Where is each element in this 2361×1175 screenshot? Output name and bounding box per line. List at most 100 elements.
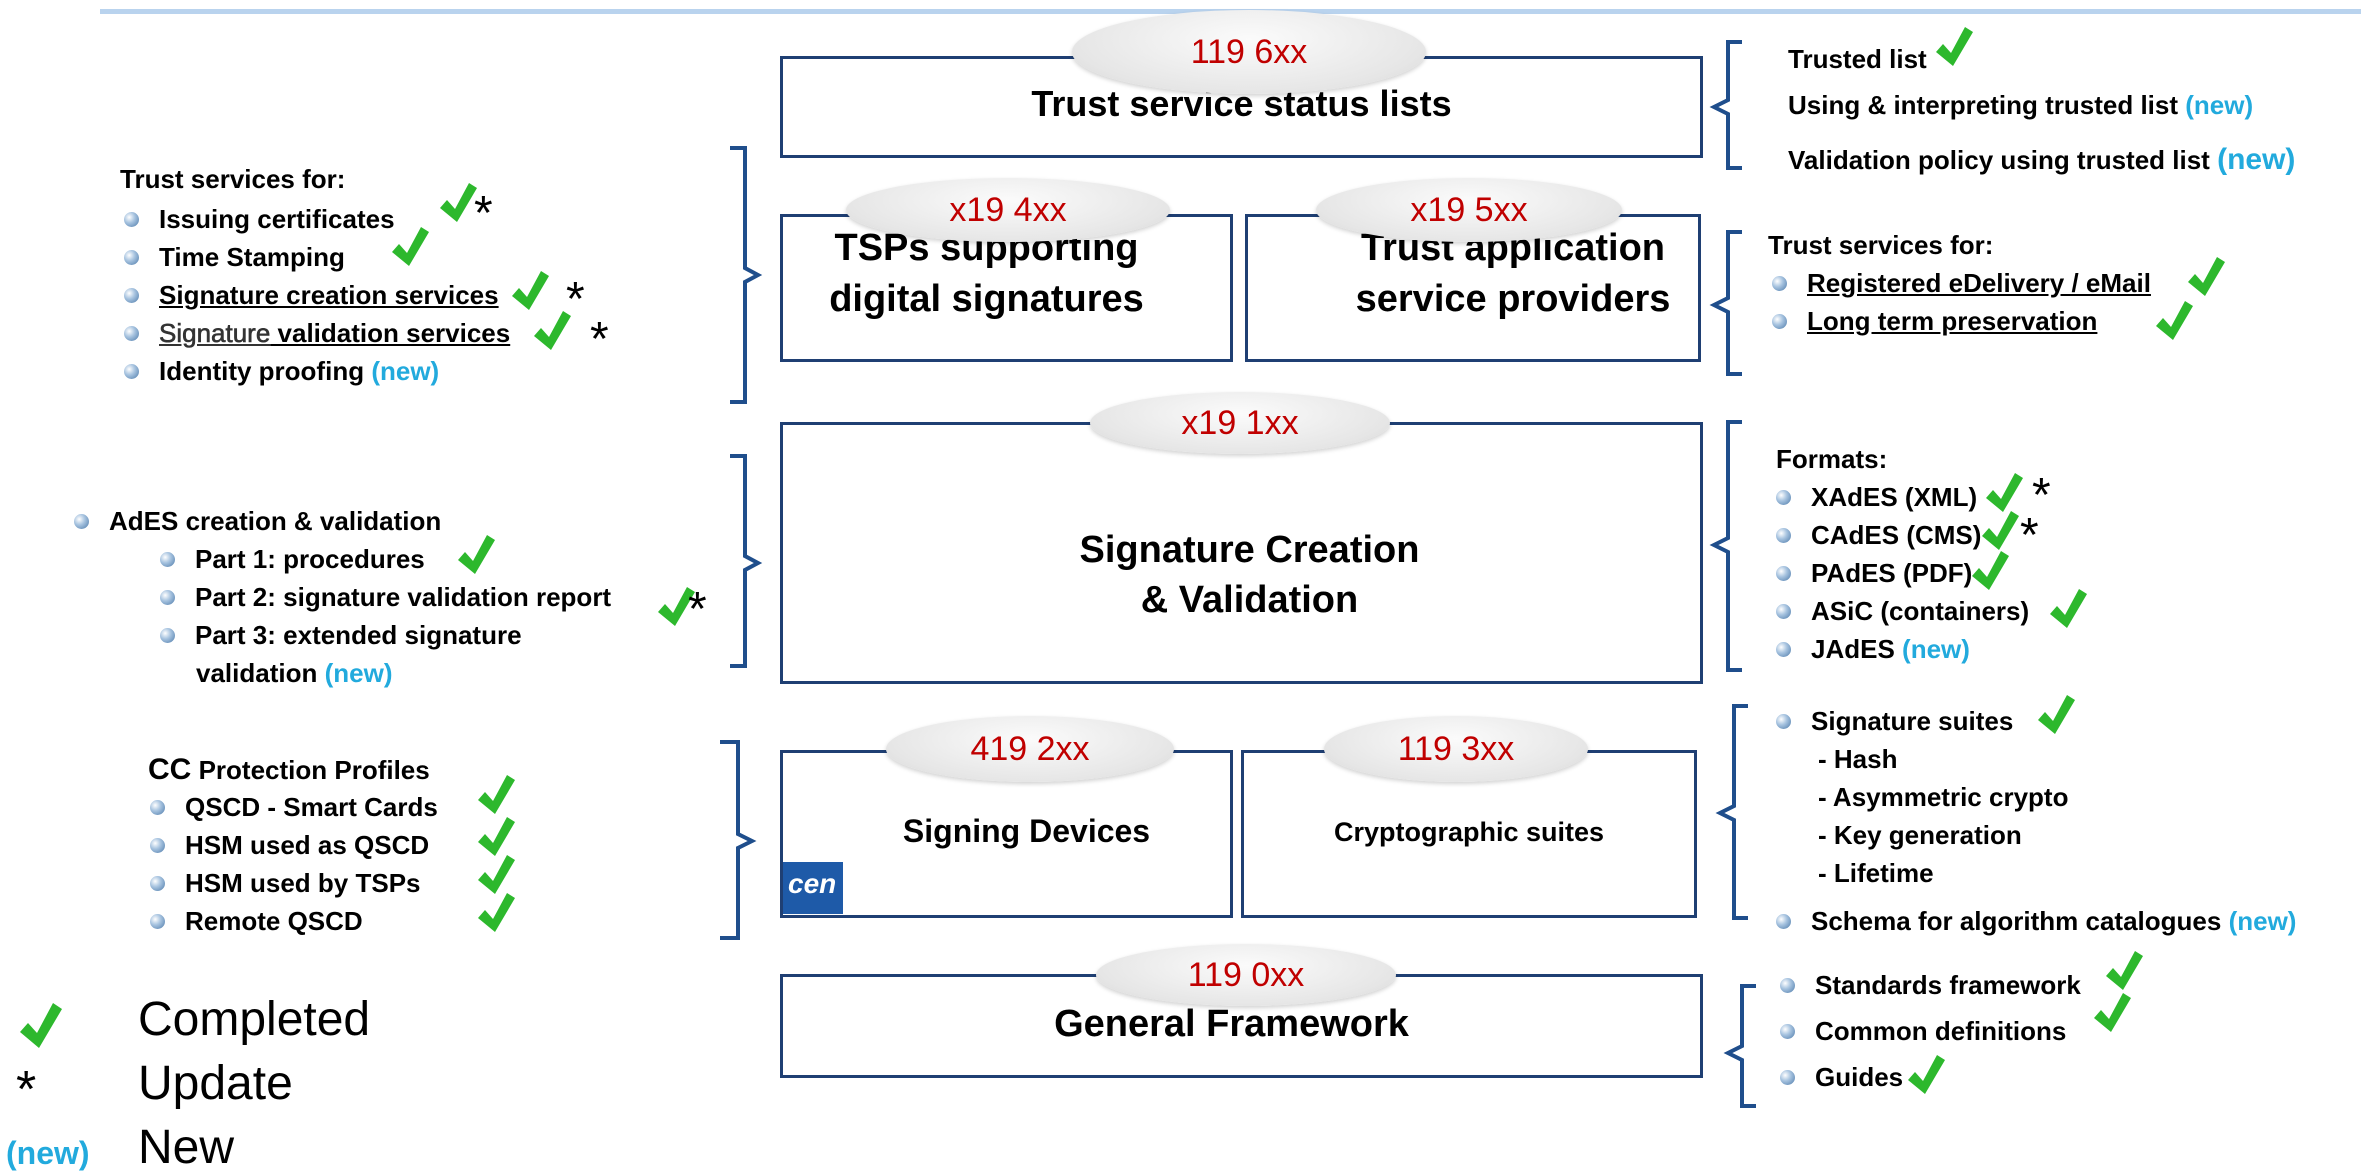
- check-icon: [440, 183, 477, 222]
- item-label: Schema for algorithm catalogues: [1811, 906, 2222, 936]
- validation-policy-item: Validation policy using trusted list (ne…: [1788, 142, 2295, 178]
- formats-heading: Formats:: [1776, 444, 1888, 474]
- check-icon: [1936, 27, 1973, 66]
- common-definitions-item: Common definitions: [1780, 1016, 2066, 1047]
- item-label: Long term preservation: [1807, 306, 2098, 336]
- remote-qscd-item: Remote QSCD: [150, 906, 363, 937]
- check-icon: [2094, 993, 2131, 1032]
- check-icon: [1972, 551, 2009, 590]
- checkmarks: [20, 27, 2225, 1094]
- box-title-line2: digital signatures: [829, 278, 1144, 320]
- box-title: Cryptographic suites: [1333, 817, 1605, 847]
- box-title-line1: Signature Creation: [1079, 529, 1420, 571]
- new-tag: (new): [2228, 906, 2297, 936]
- bullet-icon: [1776, 489, 1791, 505]
- bullet-icon: [1776, 603, 1791, 619]
- check-icon: [1982, 511, 2019, 550]
- bullet-icon: [124, 211, 139, 227]
- format-xades: XAdES (XML): [1776, 482, 1977, 513]
- code-badge-119-3xx: 119 3xx: [1324, 716, 1588, 782]
- update-star-icon: *: [566, 273, 585, 326]
- format-asic: ASiC (containers): [1776, 596, 2029, 627]
- ades-heading-item: AdES creation & validation: [74, 506, 441, 537]
- check-icon: [478, 855, 515, 894]
- item-label: Using & interpreting trusted list: [1788, 90, 2179, 120]
- update-star-icon: *: [2020, 509, 2039, 562]
- bullet-icon: [160, 551, 175, 567]
- item-label: ASiC (containers): [1811, 596, 2030, 626]
- format-jades: JAdES (new): [1776, 634, 1970, 665]
- item-label: validation: [196, 658, 318, 688]
- bullet-icon: [124, 249, 139, 265]
- bullet-icon: [150, 837, 165, 853]
- item-label: Guides: [1815, 1062, 1904, 1092]
- bullet-icon: [1780, 1069, 1795, 1085]
- cen-logo: cen: [783, 862, 843, 914]
- legend-new-label: New: [138, 1121, 235, 1174]
- check-icon: [534, 311, 571, 350]
- box-title: General Framework: [1054, 1003, 1409, 1045]
- legend-update-icon: *: [16, 1061, 37, 1119]
- item-label-b: validation services: [270, 318, 511, 348]
- check-icon: [2106, 951, 2143, 990]
- format-pades: PAdES (PDF): [1776, 558, 1972, 589]
- new-tag: (new): [371, 356, 440, 386]
- crypto-sub-lifetime: - Lifetime: [1818, 858, 1934, 888]
- box-title-line2: & Validation: [1140, 579, 1359, 621]
- ades-part2-item: Part 2: signature validation report: [160, 582, 611, 613]
- right-brace-crypto: [1715, 704, 1748, 920]
- check-icon: [392, 227, 429, 266]
- cc-heading: CC Protection Profiles: [148, 752, 430, 788]
- right-brace-formats: [1709, 420, 1742, 672]
- check-icon: [1908, 1055, 1945, 1094]
- bullet-icon: [150, 913, 165, 929]
- new-tag: (new): [1902, 634, 1970, 664]
- qscd-smart-cards-item: QSCD - Smart Cards: [150, 792, 438, 823]
- registered-edelivery-item: Registered eDelivery / eMail: [1772, 268, 2151, 299]
- check-icon: [2038, 695, 2075, 734]
- bullet-icon: [160, 627, 175, 643]
- code-badge-119-6xx: 119 6xx: [1072, 10, 1426, 94]
- right-brace-general: [1723, 984, 1756, 1108]
- bullet-icon: [1780, 977, 1795, 993]
- new-tag: (new): [2185, 90, 2254, 120]
- bullet-icon: [1776, 713, 1791, 729]
- left-brace-cc: [720, 740, 757, 940]
- item-label: AdES creation & validation: [109, 506, 442, 536]
- ades-part3-line2: validation (new): [196, 658, 392, 689]
- update-star-icon: *: [474, 187, 493, 240]
- check-icon: [478, 817, 515, 856]
- guides-item: Guides: [1780, 1062, 1903, 1093]
- item-label: Identity proofing: [159, 356, 365, 386]
- left-brace-ades: [730, 454, 763, 668]
- code-badge-419-2xx: 419 2xx: [886, 716, 1174, 782]
- bullet-icon: [150, 875, 165, 891]
- item-label: Signature suites: [1811, 706, 2014, 736]
- crypto-sub-hash: - Hash: [1818, 744, 1898, 774]
- code-badge-119-0xx: 119 0xx: [1096, 944, 1396, 1006]
- bullet-icon: [124, 287, 139, 303]
- schema-algorithm-item: Schema for algorithm catalogues (new): [1776, 906, 2296, 937]
- check-icon: [512, 271, 549, 310]
- using-trusted-list-item: Using & interpreting trusted list (new): [1788, 90, 2253, 121]
- cc-label: CC: [148, 753, 192, 786]
- legend-completed-label: Completed: [138, 993, 371, 1046]
- signature-validation-services-item: Signature validation services: [124, 318, 510, 349]
- item-label: HSM used as QSCD: [185, 830, 430, 860]
- item-label: XAdES (XML): [1811, 482, 1978, 512]
- pp-label: Protection Profiles: [191, 755, 430, 785]
- check-icon: [458, 535, 495, 574]
- box-title: Signing Devices: [902, 813, 1151, 849]
- bullet-icon: [74, 513, 89, 529]
- update-star-icon: *: [590, 313, 609, 366]
- bullet-icon: [1776, 565, 1791, 581]
- bullet-icon: [1776, 641, 1791, 657]
- item-label: Common definitions: [1815, 1016, 2067, 1046]
- item-label: JAdES: [1811, 634, 1895, 664]
- check-icon: [658, 587, 695, 626]
- trusted-list-item: Trusted list: [1788, 44, 1927, 74]
- legend-new-icon: (new): [6, 1135, 90, 1171]
- box-title-line2: service providers: [1355, 278, 1671, 320]
- code-badge-x19-4xx: x19 4xx: [846, 178, 1170, 242]
